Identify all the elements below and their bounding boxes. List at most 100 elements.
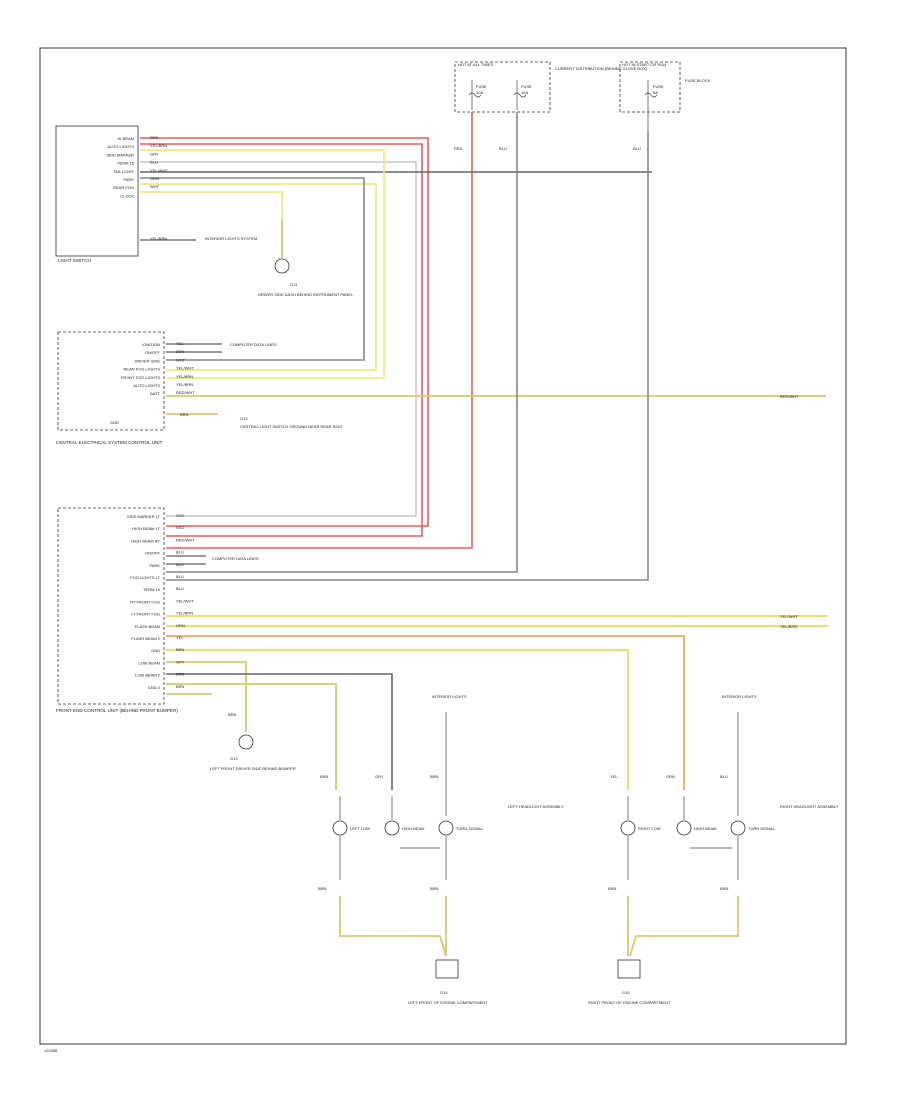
- fuse-box-b-side-note: FUSE BLOCK: [685, 78, 711, 83]
- right-bottom-wire-label-2: BRN: [720, 886, 729, 891]
- left-bottom-wire-1: BRN: [318, 886, 327, 891]
- light-switch-pin-wire: YEL/BRN: [150, 143, 167, 148]
- left-wire-2: GRY: [375, 774, 384, 779]
- left-bottom-wire: [339, 896, 447, 957]
- fuse-box-b-title: HOT IN START OR RUN: [622, 62, 666, 67]
- front-unit-pin-wire: BRN: [176, 672, 185, 677]
- right-wire-2: ORN: [666, 774, 675, 779]
- left-bulb-1: LEFT LOW: [350, 826, 370, 831]
- ground-g15-label: G15: [622, 990, 630, 995]
- central-unit-pin-name: IGNITION: [142, 342, 160, 347]
- central-unit-pin-wire: BRN: [176, 349, 185, 354]
- central-gnd-pin: GND: [110, 420, 119, 425]
- fuse-wire-blu2-label: BLU: [633, 146, 641, 151]
- left-wire-1: BRN: [320, 774, 329, 779]
- left-headlamp-label: LEFT HEADLIGHT ASSEMBLY: [508, 804, 564, 809]
- wire-flash-beam: [166, 635, 685, 790]
- central-unit-pin-name: FRONT FOG LIGHTS: [121, 375, 160, 380]
- ground-g14-note: LEFT FRONT OF ENGINE COMPARTMENT: [408, 1000, 488, 1005]
- data-note-front: COMPUTER DATA LINES: [212, 556, 259, 561]
- fuse-box-b-outline: [619, 61, 681, 113]
- wire-red-hibeam-2: [140, 143, 423, 537]
- light-switch-pin-name: REAR FOG: [113, 185, 134, 190]
- right-headlamp: INTERIOR LIGHTS RIGHT LOW HIGH BEAM TURN…: [588, 694, 839, 1005]
- right-interior: INTERIOR LIGHTS: [722, 694, 757, 699]
- wire-fuse-blu: [166, 112, 518, 573]
- front-unit-label: FRONT END CONTROL UNIT (BEHIND FRONT BUM…: [56, 708, 178, 713]
- front-unit-pin-name: GND: [151, 648, 160, 653]
- light-switch-pin-name: TAIL LIGHT: [113, 169, 134, 174]
- central-unit-pin-name: ON/OFF: [145, 350, 161, 355]
- central-unit-pin-name: AUTO LIGHTS: [133, 383, 160, 388]
- front-unit-box: [57, 507, 165, 705]
- wire-yel-2: [140, 183, 377, 371]
- right-bottom-wire: [629, 896, 739, 957]
- central-unit-label: CENTRAL ELECTRICAL SYSTEM CONTROL UNIT: [56, 440, 163, 445]
- right-bottom-wire-label-1: BRN: [608, 886, 617, 891]
- left-bulb-2: HIGH BEAM: [402, 826, 424, 831]
- right-bulb-2: HIGH BEAM: [694, 826, 716, 831]
- ground-g12-note: CENTRAL LIGHT SWITCH GROUND NEAR REAR SE…: [240, 424, 343, 429]
- front-unit-pin-wire: BLU: [176, 550, 184, 555]
- data-note-central: COMPUTER DATA LINES: [230, 342, 277, 347]
- front-unit-pin-name: HIGH BEAM LT: [132, 526, 160, 531]
- light-switch-pin-name: HI BEAM: [118, 136, 134, 141]
- front-unit-pin-name: LOW BEAM 2: [135, 673, 161, 678]
- left-high-bulb: [384, 820, 400, 836]
- front-unit-pin-wire: GRY: [176, 659, 185, 664]
- left-bulb-3: TURN SIGNAL: [456, 826, 484, 831]
- interior-note: INTERIOR LIGHTS SYSTEM: [205, 236, 257, 241]
- central-unit-pin-wire: RED/WHT: [176, 390, 195, 395]
- central-unit: CENTRAL ELECTRICAL SYSTEM CONTROL UNIT: [56, 331, 165, 445]
- right-bulb-3: TURN SIGNAL: [748, 826, 776, 831]
- front-unit-pin-name: RT FRONT FOG: [130, 599, 160, 604]
- ground-g15-note: RIGHT FRONT OF ENGINE COMPARTMENT: [588, 1000, 671, 1005]
- central-unit-pin-wire: YEL/BRN: [176, 374, 193, 379]
- left-low-bulb: [332, 820, 348, 836]
- left-turn-bulb: [438, 820, 454, 836]
- page-code: 123456: [44, 1048, 58, 1053]
- ground-g14-icon: [435, 959, 459, 979]
- front-unit-pin-name: PARK: [149, 563, 160, 568]
- wire-low-beam: [166, 673, 393, 790]
- front-unit-pin-name: HIGH BEAM RT: [131, 538, 160, 543]
- front-unit-pin-name: FOG LIGHTS LT: [130, 575, 160, 580]
- left-wire-3: BRN: [430, 774, 439, 779]
- front-unit-pin-wire: RED: [176, 525, 185, 530]
- fuse-box-a-outline: [454, 61, 551, 113]
- fuse-wire-red-label: RED: [454, 146, 463, 151]
- right-low-bulb: [620, 820, 636, 836]
- right-wire-3: BLU: [720, 774, 728, 779]
- front-unit-pin-name: ON/OFF: [145, 551, 161, 556]
- light-switch-pin-name: CLOCK: [120, 193, 134, 198]
- ground-g13-icon: [238, 734, 254, 750]
- fuse-box-b: HOT IN START OR RUN FUSE 5A FUSE BLOCK: [619, 61, 711, 130]
- ground-g11-icon: [274, 258, 290, 274]
- light-switch-pin-name: PARK: [123, 177, 134, 182]
- right-bulb-1: RIGHT LOW: [638, 826, 661, 831]
- left-bottom-wire-label-2: BRN: [430, 886, 439, 891]
- front-unit-pin-wire: BLU: [176, 574, 184, 579]
- light-switch-pin-name: AUTO LIGHTS: [107, 144, 134, 149]
- front-unit-pin-wire: BRN: [176, 647, 185, 652]
- wire-flash-beam-2: [166, 649, 629, 790]
- wire-gnd-front: [166, 661, 247, 732]
- front-unit-pin-wire: YEL/BRN: [176, 611, 193, 616]
- front-unit-pin-wire: BRN: [176, 684, 185, 689]
- light-switch-pin-wire: GRN: [150, 176, 159, 181]
- right-cont-2: YEL/WHT: [780, 614, 798, 619]
- light-switch-pin-name: TERM 15: [117, 161, 135, 166]
- ground-g12-label: G12: [240, 416, 248, 421]
- front-unit-pin-name: SIDE MARKER LT: [127, 514, 161, 519]
- ground-g13-note: LEFT FRONT DRIVER SIDE BEHIND BUMPER: [210, 766, 296, 771]
- central-unit-pin-name: REAR FOG LIGHTS: [124, 367, 161, 372]
- fuse-a1-label: FUSE: [476, 84, 487, 89]
- right-turn-bulb: [730, 820, 746, 836]
- ground-g13-label: G13: [230, 756, 238, 761]
- light-switch-pin-wire: RED: [150, 135, 159, 140]
- left-interior: INTERIOR LIGHTS: [432, 694, 467, 699]
- central-unit-pin-wire: YEL/BRN: [176, 382, 193, 387]
- right-cont-3: YEL/BRN: [780, 624, 797, 629]
